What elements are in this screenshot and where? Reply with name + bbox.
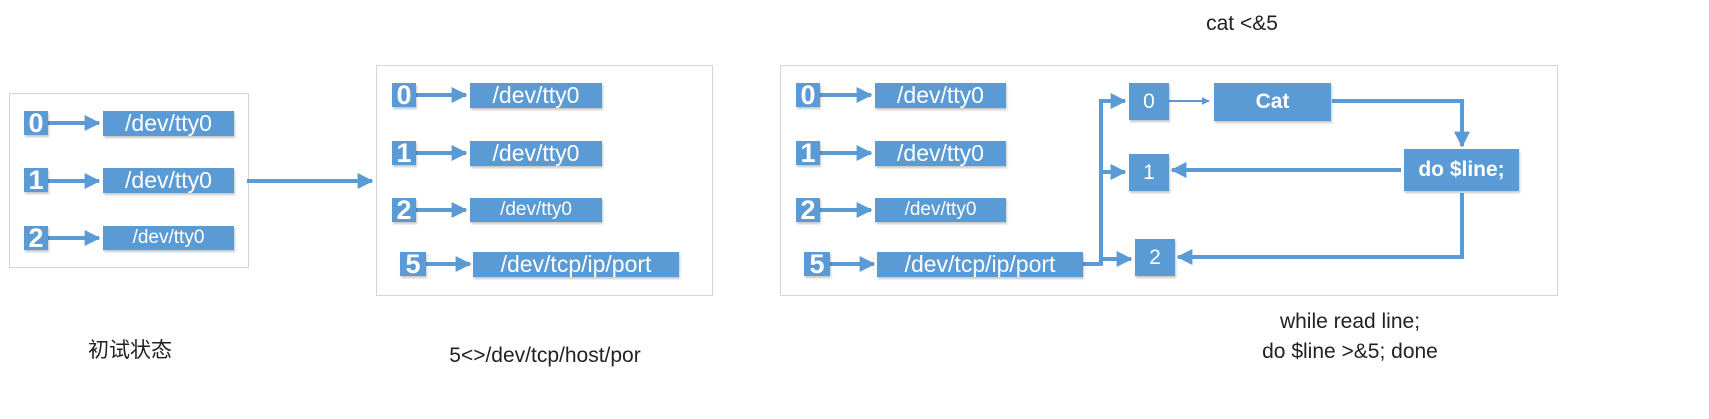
p3-path-1: /dev/tty0 xyxy=(875,140,1006,166)
p1-path-2: /dev/tty0 xyxy=(103,226,234,250)
fan-to-0 xyxy=(1083,93,1127,266)
target-fd-0: 0 xyxy=(1129,83,1169,120)
caption-fd5-open: 5<>/dev/tcp/host/por xyxy=(449,344,641,367)
caption-initial-state: 初试状态 xyxy=(88,339,172,362)
do-to-2 xyxy=(1176,193,1464,265)
cat-to-do xyxy=(1332,99,1470,148)
do-line-box: do $line; xyxy=(1404,149,1519,191)
caption-cat: cat <&5 xyxy=(1206,12,1278,35)
p3-fd-0: 0 xyxy=(796,80,820,110)
cat-box: Cat xyxy=(1214,83,1331,121)
target-fd-1: 1 xyxy=(1129,154,1169,191)
p1-fd-1: 1 xyxy=(24,165,48,195)
caption-while-line1: while read line; xyxy=(1279,310,1421,333)
p2-path-5: /dev/tcp/ip/port xyxy=(473,251,679,277)
caption-while-line2: do $line >&5; done xyxy=(1262,340,1438,363)
p2-path-2: /dev/tty0 xyxy=(470,198,602,222)
p3-fd-2: 2 xyxy=(796,195,820,225)
p1-fd-0: 0 xyxy=(24,108,48,138)
target-fd-2: 2 xyxy=(1135,239,1175,276)
p3-fd-5: 5 xyxy=(804,249,830,279)
p3-path-5: /dev/tcp/ip/port xyxy=(877,251,1083,277)
p2-fd-2: 2 xyxy=(392,195,416,225)
p3-path-0: /dev/tty0 xyxy=(875,82,1006,108)
p2-path-1: /dev/tty0 xyxy=(470,140,602,166)
p1-path-1: /dev/tty0 xyxy=(103,167,234,193)
p2-path-0: /dev/tty0 xyxy=(470,82,602,108)
p1-fd-2: 2 xyxy=(24,223,48,253)
p1-path-0: /dev/tty0 xyxy=(103,110,234,136)
p2-fd-5: 5 xyxy=(400,249,426,279)
p2-fd-1: 1 xyxy=(392,138,416,168)
p2-fd-0: 0 xyxy=(392,80,416,110)
p3-path-2: /dev/tty0 xyxy=(875,198,1006,222)
fan-to-2 xyxy=(1099,251,1133,267)
p3-fd-1: 1 xyxy=(796,138,820,168)
